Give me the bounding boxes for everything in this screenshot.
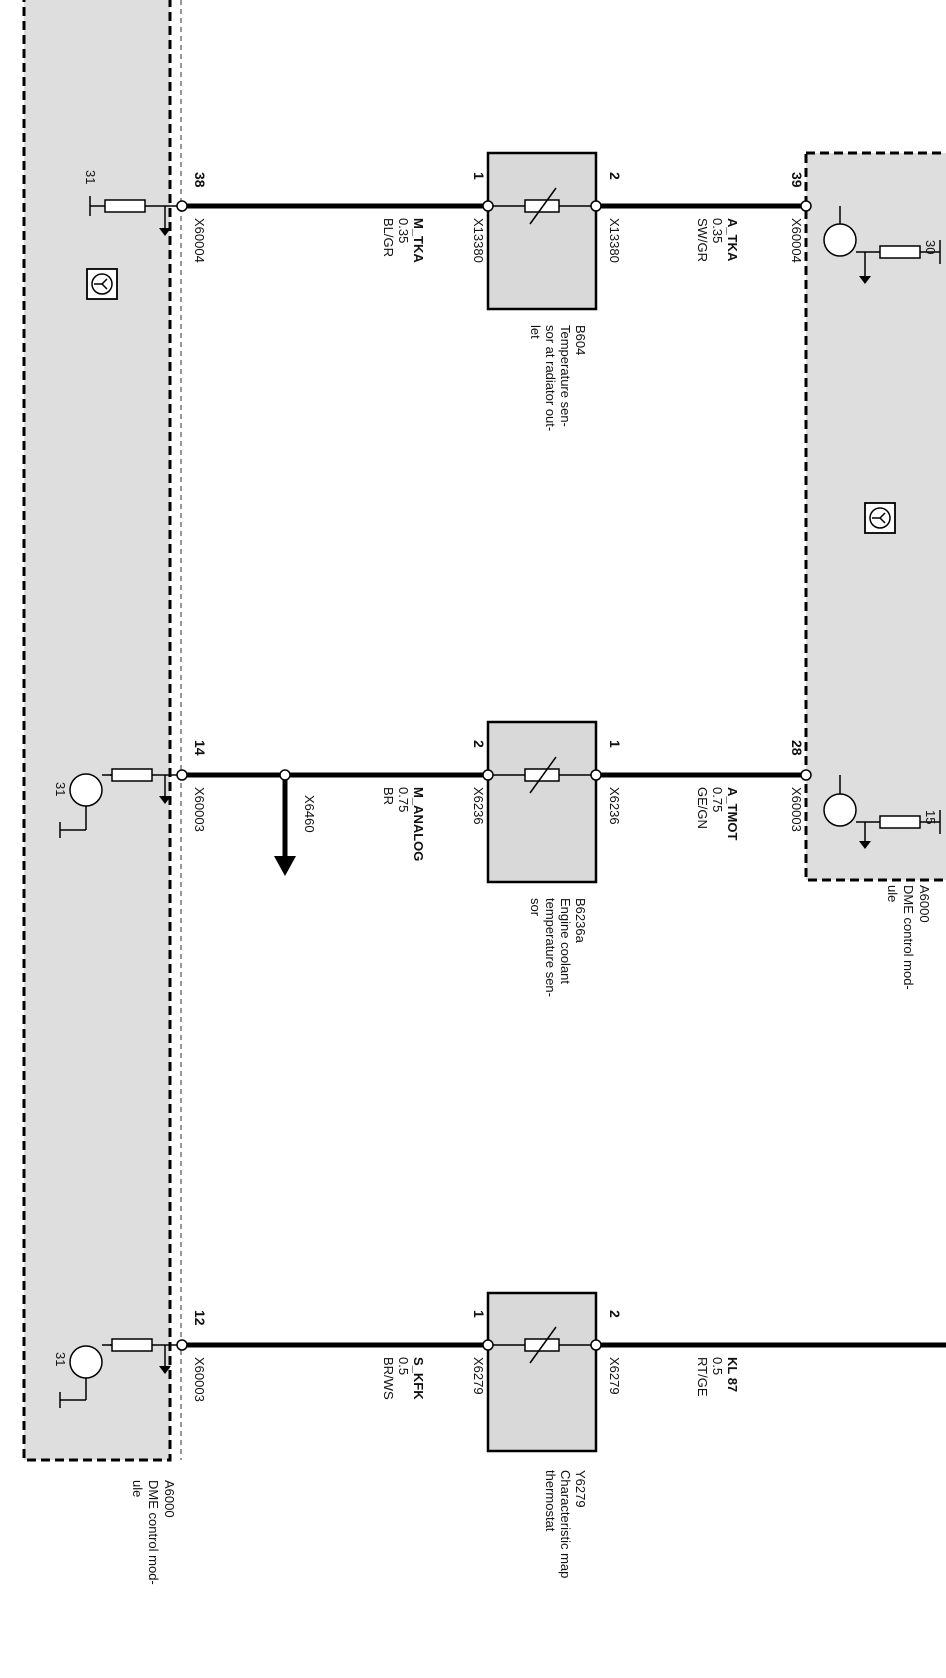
connector-id: X60004 bbox=[192, 218, 207, 263]
component-pin: 2 bbox=[607, 172, 623, 180]
wire-size: 0.75 bbox=[396, 787, 411, 812]
component-id: Y6279 bbox=[573, 1470, 588, 1508]
component-desc: Engine coolant bbox=[558, 898, 573, 984]
pin-number: 39 bbox=[789, 172, 805, 188]
signal-name: M_TKA bbox=[411, 218, 426, 263]
component-desc: thermostat bbox=[543, 1470, 558, 1532]
wire-size: 0.5 bbox=[396, 1357, 411, 1375]
right-module-name-2: ule bbox=[885, 885, 900, 902]
component-desc: Characteristic map bbox=[558, 1470, 573, 1578]
splice-label: X6460 bbox=[302, 795, 317, 833]
thermistor-icon bbox=[488, 756, 596, 794]
pin-number: 38 bbox=[192, 172, 208, 188]
component-connector: X13380 bbox=[607, 218, 622, 263]
left-internal-resistor bbox=[89, 196, 182, 236]
component-b604 bbox=[486, 151, 598, 311]
circuit-1: 38 X60004 31 M_TKA 0.35 BL/GR 1 X13380 2… bbox=[83, 151, 941, 431]
ground-label: 31 bbox=[53, 782, 68, 796]
component-connector: X6279 bbox=[471, 1357, 486, 1395]
connector-id: X60004 bbox=[789, 218, 804, 263]
splice-arrow-icon bbox=[274, 769, 296, 876]
wire-size: 0.35 bbox=[396, 218, 411, 243]
right-module-name: DME control mod- bbox=[901, 885, 916, 990]
thermistor-icon bbox=[488, 187, 596, 225]
left-module-box bbox=[22, 0, 172, 1462]
component-b6236a bbox=[486, 720, 598, 884]
ground-label: 30 bbox=[923, 240, 938, 254]
wire-size: 0.35 bbox=[710, 218, 725, 243]
left-module-name: DME control mod- bbox=[146, 1480, 161, 1585]
component-connector: X13380 bbox=[471, 218, 486, 263]
connector-id: X60003 bbox=[789, 787, 804, 832]
right-module-label: A6000 DME control mod- ule bbox=[885, 885, 932, 990]
signal-name: S_KFK bbox=[411, 1357, 426, 1400]
left-module-id: A6000 bbox=[162, 1480, 177, 1518]
signal-name: M_ANALOG bbox=[411, 787, 426, 861]
pin-number: 14 bbox=[192, 740, 208, 756]
ground-label: 15 bbox=[923, 810, 938, 824]
signal-name: KL 87 bbox=[725, 1357, 740, 1392]
wire-size: 0.5 bbox=[710, 1357, 725, 1375]
connector-id: X60003 bbox=[192, 787, 207, 832]
component-desc: temperature sen- bbox=[543, 898, 558, 997]
ground-label: 31 bbox=[53, 1352, 68, 1366]
right-transistor-icon bbox=[823, 206, 941, 284]
wire-color: BL/GR bbox=[381, 218, 396, 257]
wire-color: BR bbox=[381, 787, 396, 805]
signal-name: A_TMOT bbox=[725, 787, 740, 841]
component-connector: X6279 bbox=[607, 1357, 622, 1395]
wire-color: RT/GE bbox=[695, 1357, 710, 1397]
component-connector: X6236 bbox=[607, 787, 622, 825]
component-id: B6236a bbox=[573, 898, 588, 944]
ground-label: 31 bbox=[83, 170, 98, 184]
pin-number: 28 bbox=[789, 740, 805, 756]
left-module-label: A6000 DME control mod- ule bbox=[130, 1480, 177, 1585]
left-transistor-icon bbox=[59, 768, 182, 838]
pin-number: 12 bbox=[192, 1310, 208, 1326]
wire-size: 0.75 bbox=[710, 787, 725, 812]
module-symbol-icon bbox=[864, 502, 896, 534]
component-desc: let bbox=[528, 325, 543, 339]
component-pin: 2 bbox=[607, 1310, 623, 1318]
wire-color: SW/GR bbox=[695, 218, 710, 262]
component-pin: 1 bbox=[471, 172, 487, 180]
wire-color: GE/GN bbox=[695, 787, 710, 829]
left-module-name-2: ule bbox=[130, 1480, 145, 1497]
left-transistor-icon bbox=[59, 1338, 182, 1408]
component-pin: 1 bbox=[607, 740, 623, 748]
component-id: B604 bbox=[573, 325, 588, 355]
component-y6279 bbox=[486, 1291, 598, 1453]
connector-id: X60003 bbox=[192, 1357, 207, 1402]
thermistor-icon bbox=[488, 1326, 596, 1364]
component-pin: 1 bbox=[471, 1310, 487, 1318]
wire-color: BR/WS bbox=[381, 1357, 396, 1400]
component-desc: sor bbox=[528, 898, 543, 917]
right-transistor-icon bbox=[823, 775, 941, 849]
component-desc: Temperature sen- bbox=[558, 325, 573, 427]
right-module-id: A6000 bbox=[917, 885, 932, 923]
component-desc: sor at radiator out- bbox=[543, 325, 558, 431]
connector-terminal-icons bbox=[176, 200, 812, 1351]
circuit-3: 12 X60003 31 S_KFK 0.5 BR/WS 1 X6279 2 X… bbox=[53, 1291, 946, 1578]
module-symbol-icon bbox=[86, 268, 118, 300]
component-pin: 2 bbox=[471, 740, 487, 748]
signal-name: A_TKA bbox=[725, 218, 740, 262]
component-connector: X6236 bbox=[471, 787, 486, 825]
circuit-2: 14 X60003 31 X6460 M_ANALOG 0.75 BR 2 X6… bbox=[53, 720, 941, 997]
